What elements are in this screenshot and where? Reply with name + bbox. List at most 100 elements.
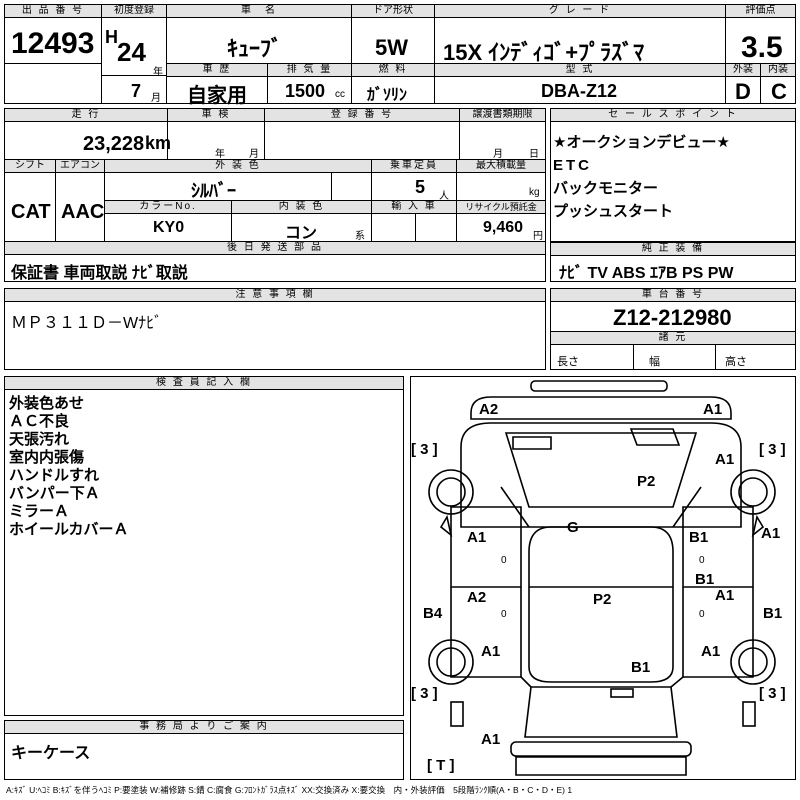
sales-points-label: セ ー ル ス ポ イ ン ト <box>551 109 795 122</box>
inspector-line: ＡＣ不良 <box>9 413 70 430</box>
legend: A:ｷｽﾞ U:ﾍｺﾐ B:ｷｽﾞを伴うﾍｺﾐ P:要塗装 W:補修跡 S:錆 … <box>6 785 573 795</box>
inspector-line: バンパー下Ａ <box>9 485 100 502</box>
damage-mark: B1 <box>631 659 651 676</box>
grade-label: グ レ ー ド <box>435 5 725 18</box>
intcolor-unit: 系 <box>355 231 365 242</box>
load-label: 最大積載量 <box>457 160 545 173</box>
door-label: ドア形状 <box>352 5 434 18</box>
notes: ＭＰ３１１Ｄ－Wﾅﾋﾞ <box>11 315 163 332</box>
reg-year: 24 <box>117 37 146 67</box>
shift: CAT <box>11 201 51 223</box>
later-parts-label: 後 日 発 送 部 品 <box>5 242 545 255</box>
car-diagram: A2 A1 A1 P2 G A1 B1 A1 B1 A2 A1 P2 B4 B1… <box>410 376 796 780</box>
exterior-label: 外装 <box>726 64 760 77</box>
reg-era: H <box>105 27 118 47</box>
interior-label: 内装 <box>761 64 795 77</box>
car-outline <box>428 380 776 776</box>
notes-label: 注 意 事 項 欄 <box>5 289 545 302</box>
damage-mark: P2 <box>593 591 612 608</box>
damage-mark: B1 <box>695 571 715 588</box>
door-type: 5W <box>375 35 408 60</box>
history: 自家用 <box>187 85 247 107</box>
tire-mark: [ 3 ] <box>411 441 438 458</box>
damage-mark: A1 <box>481 643 501 660</box>
capacity-unit: 人 <box>439 191 449 202</box>
damage-mark: A1 <box>467 529 487 546</box>
recycle-label: リサイクル預託金 <box>457 201 545 214</box>
reg-month: 7 <box>131 81 142 101</box>
header-box: 出 品 番 号 12493 初度登録 H 24 年 7 月 車 名 ｷｭｰﾌﾞ … <box>4 4 796 107</box>
grade: 15X ｲﾝﾃﾞｨｺﾞ+ﾌﾟﾗｽﾞﾏ <box>443 40 645 65</box>
ac-label: エアコン <box>56 160 104 173</box>
tire-mark: [ 3 ] <box>759 685 786 702</box>
sales-point-item: ETC <box>553 157 592 174</box>
displacement-unit: cc <box>335 89 345 100</box>
displacement: 1500 <box>285 81 326 101</box>
small-mark: 0 <box>501 555 507 566</box>
details-box: 走 行 23,228 km 車 検 年 月 登 録 番 号 譲渡書類期限 月 日… <box>4 108 546 282</box>
transfer-day: 日 <box>529 149 539 160</box>
inspection-month: 月 <box>249 149 259 160</box>
mileage: 23,228 <box>83 133 145 155</box>
capacity-label: 乗車定員 <box>372 160 456 173</box>
reg-month-unit: 月 <box>151 93 161 104</box>
equipment-box: 純 正 装 備 ﾅﾋﾞ TV ABS ｴｱB PS PW <box>550 242 796 282</box>
recycle-unit: 円 <box>533 231 543 242</box>
transfer-label: 譲渡書類期限 <box>460 109 545 122</box>
color-label: 外 装 色 <box>105 160 371 173</box>
damage-mark: P2 <box>637 473 656 490</box>
damage-mark: G <box>567 519 579 536</box>
inspector-line: ミラーＡ <box>9 503 70 520</box>
equipment-label: 純 正 装 備 <box>551 243 795 256</box>
inspector-label: 検 査 員 記 入 欄 <box>5 377 403 390</box>
spec-length: 長さ <box>557 356 579 368</box>
score: 3.5 <box>741 31 783 64</box>
office-box: 事 務 局 よ り ご 案 内 キーケース <box>4 720 404 780</box>
score-label: 評価点 <box>726 5 795 18</box>
intcolor-label: 内 装 色 <box>232 201 371 214</box>
inspector-notes: 外装色あせ ＡＣ不良 天張汚れ 室内内張傷 ハンドルすれ バンパー下Ａ ミラーＡ… <box>9 395 129 539</box>
displacement-label: 排 気 量 <box>268 64 351 77</box>
capacity: 5 <box>415 177 426 197</box>
mileage-unit: km <box>145 133 172 153</box>
spec-height: 高さ <box>725 356 747 368</box>
small-mark: 0 <box>501 609 507 620</box>
sales-point-item: ★オークションデビュー★ <box>553 134 730 151</box>
spec-width: 幅 <box>649 356 660 368</box>
lot-label: 出 品 番 号 <box>5 5 101 18</box>
damage-mark: A1 <box>703 401 723 418</box>
damage-mark: A1 <box>481 731 501 748</box>
inspector-line: ハンドルすれ <box>9 467 100 484</box>
tire-mark: [ T ] <box>427 757 455 774</box>
reg-year-unit: 年 <box>153 67 163 78</box>
tire-mark: [ 3 ] <box>759 441 786 458</box>
ac: AAC <box>61 201 105 223</box>
damage-mark: A1 <box>761 525 781 542</box>
intcolor: コン <box>285 225 318 242</box>
load-unit: kg <box>529 187 540 198</box>
transfer-month: 月 <box>493 149 503 160</box>
inspector-line: 室内内張傷 <box>9 449 85 466</box>
lot-number: 12493 <box>11 27 95 60</box>
reg-label: 初度登録 <box>102 5 166 18</box>
later-parts: 保証書 車両取説 ﾅﾋﾞ取説 <box>11 265 188 282</box>
inspection-year: 年 <box>215 149 225 160</box>
sales-points-list: ★オークションデビュー★ ETC バックモニター プッシュスタート <box>553 131 730 223</box>
damage-mark: A2 <box>467 589 487 606</box>
office-label: 事 務 局 よ り ご 案 内 <box>5 721 403 734</box>
mileage-label: 走 行 <box>5 109 167 122</box>
spec-label: 諸 元 <box>551 332 795 345</box>
car-name: ｷｭｰﾌﾞ <box>227 36 283 61</box>
history-label: 車 歴 <box>167 64 267 77</box>
colorno: KY0 <box>153 219 185 236</box>
inspection-label: 車 検 <box>168 109 264 122</box>
damage-mark: A2 <box>479 401 499 418</box>
damage-mark: A1 <box>715 587 735 604</box>
recycle: 9,460 <box>483 219 524 236</box>
model-label: 型 式 <box>435 64 725 77</box>
chassis-number: Z12-212980 <box>613 305 732 330</box>
small-mark: 0 <box>699 555 705 566</box>
chassis-box: 車 台 番 号 Z12-212980 諸 元 長さ 幅 高さ <box>550 288 796 370</box>
name-label: 車 名 <box>167 5 351 18</box>
damage-mark: B1 <box>763 605 783 622</box>
